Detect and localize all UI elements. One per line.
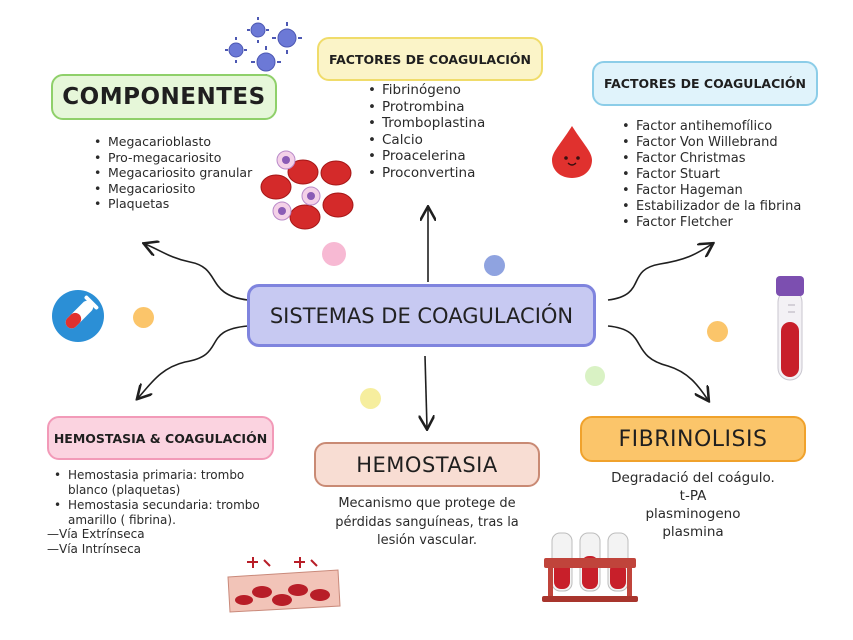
hemostasia-title: HEMOSTASIA xyxy=(356,452,498,477)
center-node: SISTEMAS DE COAGULACIÓN xyxy=(247,284,596,347)
via-intrinseca: —Vía Intrínseca xyxy=(47,542,142,556)
via-extrinseca: —Vía Extrínseca xyxy=(47,527,145,541)
hemostasia-description: Mecanismo que protege de pérdidas sanguí… xyxy=(335,496,519,548)
list-item: Proconvertina xyxy=(368,165,485,182)
list-item: Megacariosito granular xyxy=(94,165,252,181)
list-item: Factor Christmas xyxy=(622,151,801,167)
list-item: Factor antihemofílico xyxy=(622,119,801,135)
fibrinolisis-node: FIBRINOLISIS xyxy=(580,416,806,462)
list-item: Megacariosito xyxy=(94,181,252,197)
componentes-list: Megacarioblasto Pro-megacariosito Megaca… xyxy=(94,134,252,212)
factores-2-title: FACTORES DE COAGULACIÓN xyxy=(604,76,806,91)
hemocoag-node: HEMOSTASIA & COAGULACIÓN xyxy=(47,416,274,460)
decor-dot-yellow xyxy=(360,388,381,409)
arrow-to-hemocoag xyxy=(138,325,249,398)
list-item: Pro-megacariosito xyxy=(94,150,252,166)
list-item: Hemostasia secundaria: trombo amarillo (… xyxy=(54,498,284,528)
decor-dot-green xyxy=(585,366,605,386)
factores-2-list: Factor antihemofílico Factor Von Willebr… xyxy=(622,119,801,231)
list-item: Calcio xyxy=(368,132,485,149)
factores-1-node: FACTORES DE COAGULACIÓN xyxy=(317,37,543,81)
decor-dot-orange-left xyxy=(133,307,154,328)
decor-dot-pink xyxy=(322,242,346,266)
center-title: SISTEMAS DE COAGULACIÓN xyxy=(269,303,574,328)
factores-2-node: FACTORES DE COAGULACIÓN xyxy=(592,61,818,106)
arrow-to-componentes xyxy=(145,244,249,301)
list-item: Factor Fletcher xyxy=(622,215,801,231)
list-item: Protrombina xyxy=(368,99,485,116)
list-item: Proacelerina xyxy=(368,148,485,165)
hemocoag-list: Hemostasia primaria: trombo blanco (plaq… xyxy=(54,468,284,528)
fibrinolisis-description: Degradació del coágulo. t-PA plasminogen… xyxy=(611,470,775,540)
list-item: Hemostasia primaria: trombo blanco (plaq… xyxy=(54,468,284,498)
componentes-title: COMPONENTES xyxy=(62,84,266,110)
list-item: Plaquetas xyxy=(94,196,252,212)
decor-dot-orange-right xyxy=(707,321,728,342)
list-item: Fibrinógeno xyxy=(368,82,485,99)
componentes-node: COMPONENTES xyxy=(51,74,277,120)
arrow-to-factores-2 xyxy=(607,244,712,301)
list-item: Factor Stuart xyxy=(622,167,801,183)
factores-1-title: FACTORES DE COAGULACIÓN xyxy=(329,51,531,67)
decor-dot-blue xyxy=(484,255,505,276)
list-item: Megacarioblasto xyxy=(94,134,252,150)
list-item: Tromboplastina xyxy=(368,115,485,132)
factores-1-list: Fibrinógeno Protrombina Tromboplastina C… xyxy=(368,82,485,181)
list-item: Factor Von Willebrand xyxy=(622,135,801,151)
list-item: Factor Hageman xyxy=(622,183,801,199)
fibrinolisis-title: FIBRINOLISIS xyxy=(618,426,768,452)
arrow-to-hemostasia xyxy=(425,355,427,428)
hemocoag-title: HEMOSTASIA & COAGULACIÓN xyxy=(53,430,268,446)
arrow-to-fibrinolisis xyxy=(607,325,708,400)
hemostasia-node: HEMOSTASIA xyxy=(314,442,540,487)
list-item: Estabilizador de la fibrina xyxy=(622,199,801,215)
